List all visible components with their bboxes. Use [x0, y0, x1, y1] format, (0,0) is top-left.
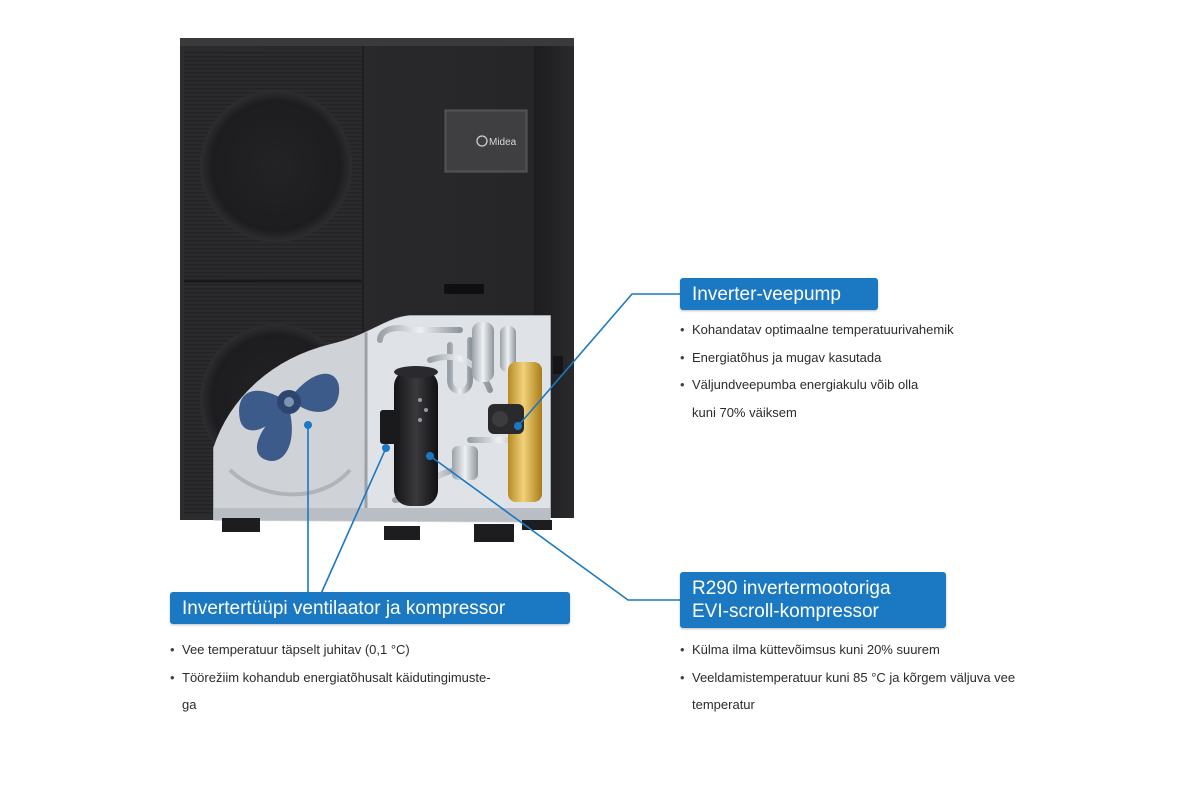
fan-rotor — [239, 373, 340, 462]
fan-bullet-list: Vee temperatuur täpselt juhitav (0,1 °C)… — [170, 636, 530, 719]
fan-callout-title: Invertertüüpi ventilaator ja kompressor — [170, 592, 570, 624]
list-item: Väljundveepumba energiakulu võib olla ku… — [680, 371, 1010, 426]
compressor-bullet-list: Külma ilma küttevõimsus kuni 20% suurem … — [680, 636, 1060, 719]
pump-bullet-list: Kohandatav optimaalne temperatuurivahemi… — [680, 316, 1010, 426]
list-item: Veeldamistemperatuur kuni 85 °C ja kõrge… — [680, 664, 1060, 719]
compressor-title-line2: EVI-scroll-kompressor — [692, 601, 879, 622]
compressor-unit — [380, 366, 438, 506]
pump-title-text: Inverter-veepump — [692, 284, 841, 305]
list-item: Külma ilma küttevõimsus kuni 20% suurem — [680, 636, 1060, 664]
list-item: Kohandatav optimaalne temperatuurivahemi… — [680, 316, 1010, 344]
pump-callout-title: Inverter-veepump — [680, 278, 878, 310]
list-item: Energiatõhus ja mugav kasutada — [680, 344, 1010, 372]
water-pump — [488, 404, 524, 434]
fan-title-text: Invertertüüpi ventilaator ja kompressor — [182, 598, 506, 619]
midea-logo-icon — [476, 135, 488, 147]
list-item: Vee temperatuur täpselt juhitav (0,1 °C) — [170, 636, 530, 664]
brand-logo: Midea — [489, 137, 517, 148]
compressor-callout-title: R290 invertermootoriga EVI-scroll-kompre… — [680, 572, 946, 628]
list-item: Töörežiim kohandub energiatõhusalt käidu… — [170, 664, 530, 719]
compressor-title-line1: R290 invertermootoriga — [692, 578, 891, 599]
